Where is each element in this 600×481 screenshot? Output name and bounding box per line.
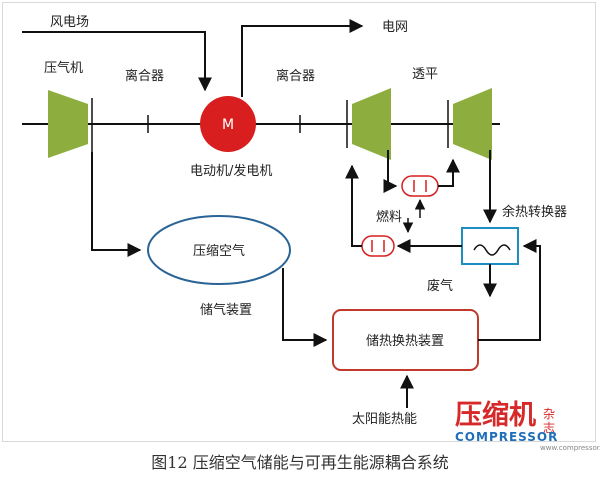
turbine-label: 透平 (412, 67, 438, 82)
waste-heat-converter-label: 余热转换器 (502, 204, 567, 220)
svg-text:杂: 杂 (543, 407, 555, 421)
compressor-label: 压气机 (44, 60, 83, 76)
exhaust-label: 废气 (427, 278, 453, 294)
svg-text:COMPRESSOR: COMPRESSOR (455, 430, 558, 444)
gas-storage-label: 储气装置 (200, 302, 252, 318)
combustor-lower (361, 235, 395, 257)
turbine-1 (352, 88, 391, 160)
grid-arrow (241, 19, 364, 97)
compressor-to-storage-arrow (91, 152, 142, 257)
clutch-left-label: 离合器 (125, 68, 164, 84)
turbine-2 (453, 88, 492, 160)
motor-symbol: M (222, 117, 234, 133)
heat-to-converter-arrow (478, 239, 541, 341)
svg-text:志: 志 (543, 421, 555, 435)
figure-caption: 图12 压缩空气储能与可再生能源耦合系统 (151, 453, 448, 472)
clutch-right-label: 离合器 (276, 68, 315, 84)
fuel-label: 燃料 (376, 209, 402, 225)
wind-farm-label: 风电场 (50, 15, 89, 30)
compressor-magazine-watermark: 压缩机 杂 志 COMPRESSOR www.compressor.cn (455, 399, 600, 452)
solar-heat-label: 太阳能热能 (352, 412, 417, 427)
storage-to-heat-arrow (282, 268, 328, 347)
power-grid-label: 电网 (382, 20, 408, 35)
svg-text:www.compressor.cn: www.compressor.cn (540, 444, 600, 452)
compressed-air-label: 压缩空气 (193, 243, 245, 259)
combustor-upper (401, 175, 439, 197)
heat-storage-label: 储热换热装置 (366, 334, 444, 349)
motor-generator (200, 96, 256, 152)
diagram-frame (2, 2, 596, 442)
converter-wave-icon (473, 244, 511, 256)
motor-generator-label: 电动机/发电机 (190, 163, 272, 179)
compressor-body (48, 90, 88, 158)
svg-text:压缩机: 压缩机 (455, 399, 536, 431)
combustor-lower-to-turbine-arrow (345, 164, 362, 247)
waste-heat-converter (461, 227, 519, 265)
turbine1-to-combustor-arrow (383, 150, 398, 193)
compressed-air-ellipse (147, 215, 291, 285)
combustor-to-turbine2-arrow (438, 158, 460, 187)
wind-farm-arrow (22, 31, 212, 92)
